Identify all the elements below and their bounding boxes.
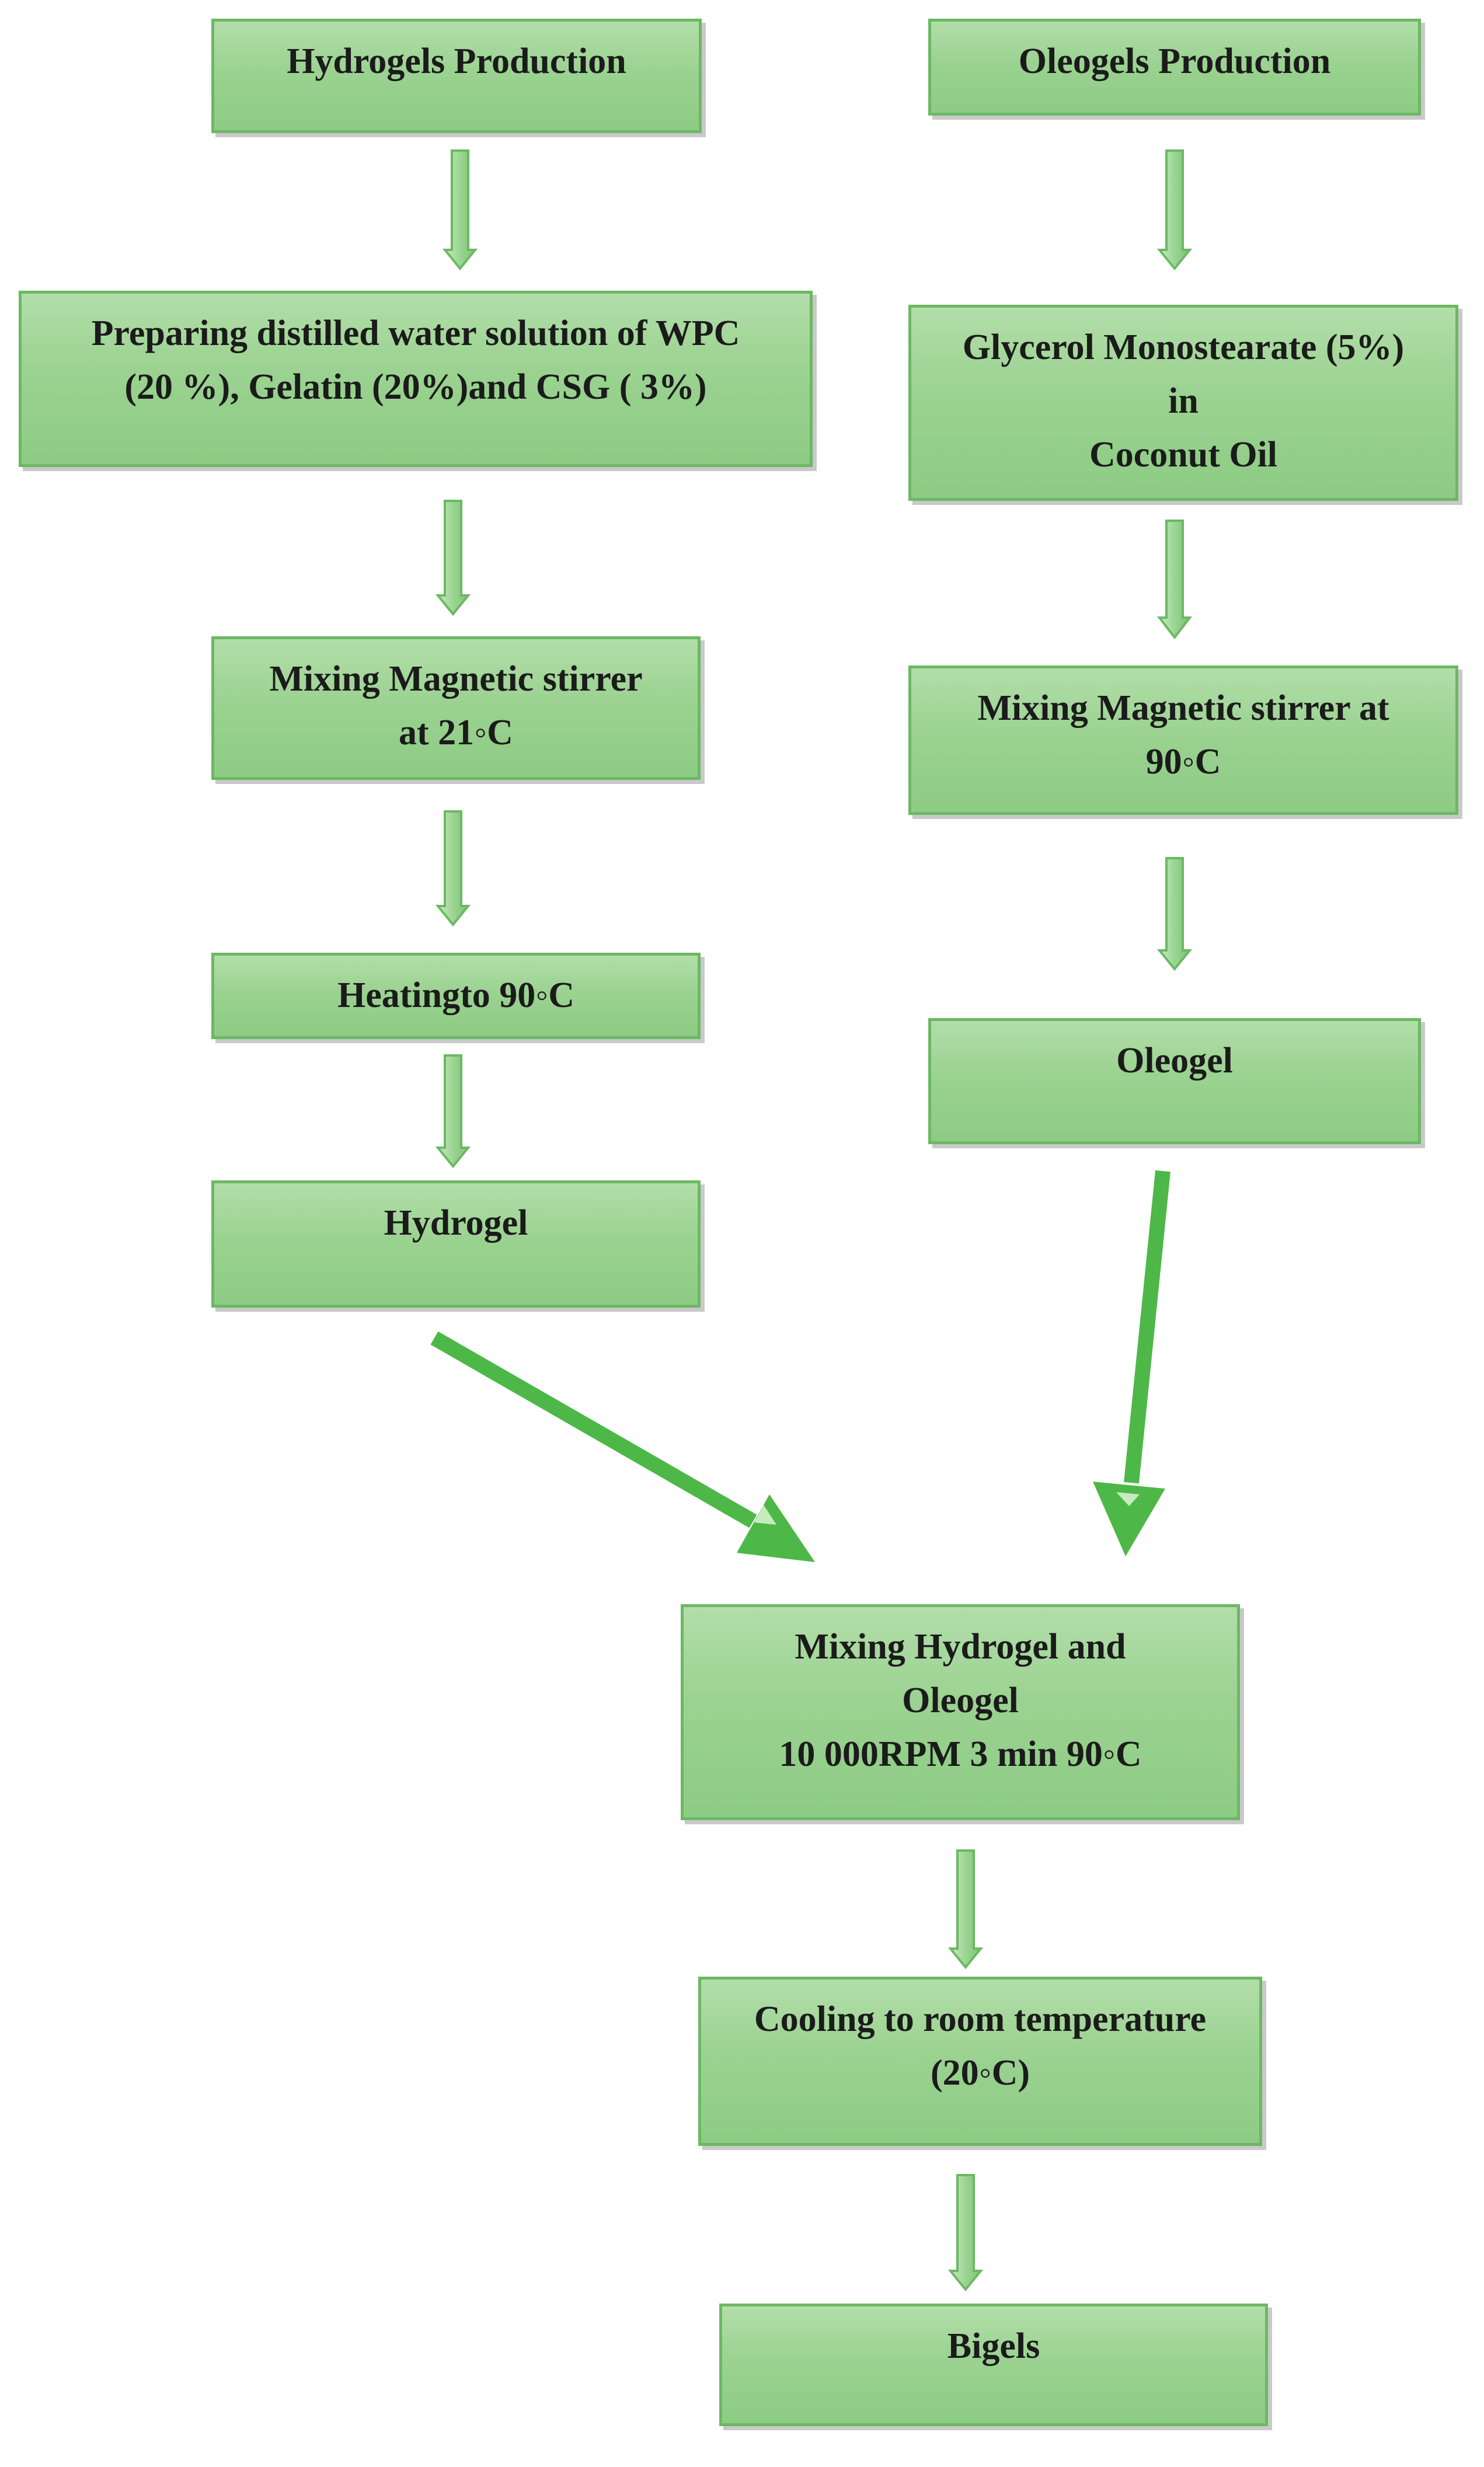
hydrogels-production-box: Hydrogels Production [211, 19, 702, 133]
mixing-hydrogel-oleogel-box: Mixing Hydrogel and Oleogel 10 000RPM 3 … [681, 1604, 1240, 1820]
oleogel-label: Oleogel [1116, 1041, 1233, 1081]
preparing-solution-label: Preparing distilled water solution of WP… [91, 313, 740, 407]
down-arrow [435, 500, 471, 616]
down-arrow [435, 810, 471, 927]
down-arrow [947, 2174, 984, 2292]
hydrogel-mixing-box: Mixing Magnetic stirrer at 21◦C [211, 636, 701, 780]
oleogels-production-label: Oleogels Production [1018, 41, 1331, 81]
oleogel-mixing-box: Mixing Magnetic stirrer at 90◦C [908, 665, 1458, 815]
hydrogel-to-mixing-arrow [430, 1331, 815, 1562]
oleogels-production-box: Oleogels Production [928, 19, 1421, 116]
down-arrow [1156, 520, 1193, 640]
preparing-solution-box: Preparing distilled water solution of WP… [19, 291, 813, 467]
hydrogel-mixing-label: Mixing Magnetic stirrer at 21◦C [269, 659, 643, 752]
hydrogel-box: Hydrogel [211, 1180, 701, 1308]
heating-label: Heatingto 90◦C [337, 975, 574, 1015]
hydrogels-production-label: Hydrogels Production [287, 41, 626, 81]
glycerol-monostearate-box: Glycerol Monostearate (5%) in Coconut Oi… [908, 305, 1458, 501]
bigels-label: Bigels [947, 2326, 1040, 2366]
down-arrow [435, 1054, 471, 1169]
down-arrow [947, 1849, 984, 1970]
heating-box: Heatingto 90◦C [211, 953, 701, 1039]
mixing-hydrogel-oleogel-label: Mixing Hydrogel and Oleogel 10 000RPM 3 … [779, 1627, 1142, 1774]
cooling-label: Cooling to room temperature (20◦C) [754, 1999, 1207, 2093]
cooling-box: Cooling to room temperature (20◦C) [698, 1977, 1262, 2146]
down-arrow [1156, 149, 1193, 271]
bigels-box: Bigels [719, 2304, 1268, 2426]
glycerol-monostearate-label: Glycerol Monostearate (5%) in Coconut Oi… [962, 327, 1405, 475]
oleogel-mixing-label: Mixing Magnetic stirrer at 90◦C [977, 688, 1389, 782]
oleogel-box: Oleogel [928, 1018, 1421, 1144]
down-arrow [1156, 857, 1193, 971]
down-arrow [442, 149, 478, 271]
hydrogel-label: Hydrogel [384, 1203, 528, 1243]
oleogel-to-mixing-arrow [1093, 1170, 1171, 1556]
